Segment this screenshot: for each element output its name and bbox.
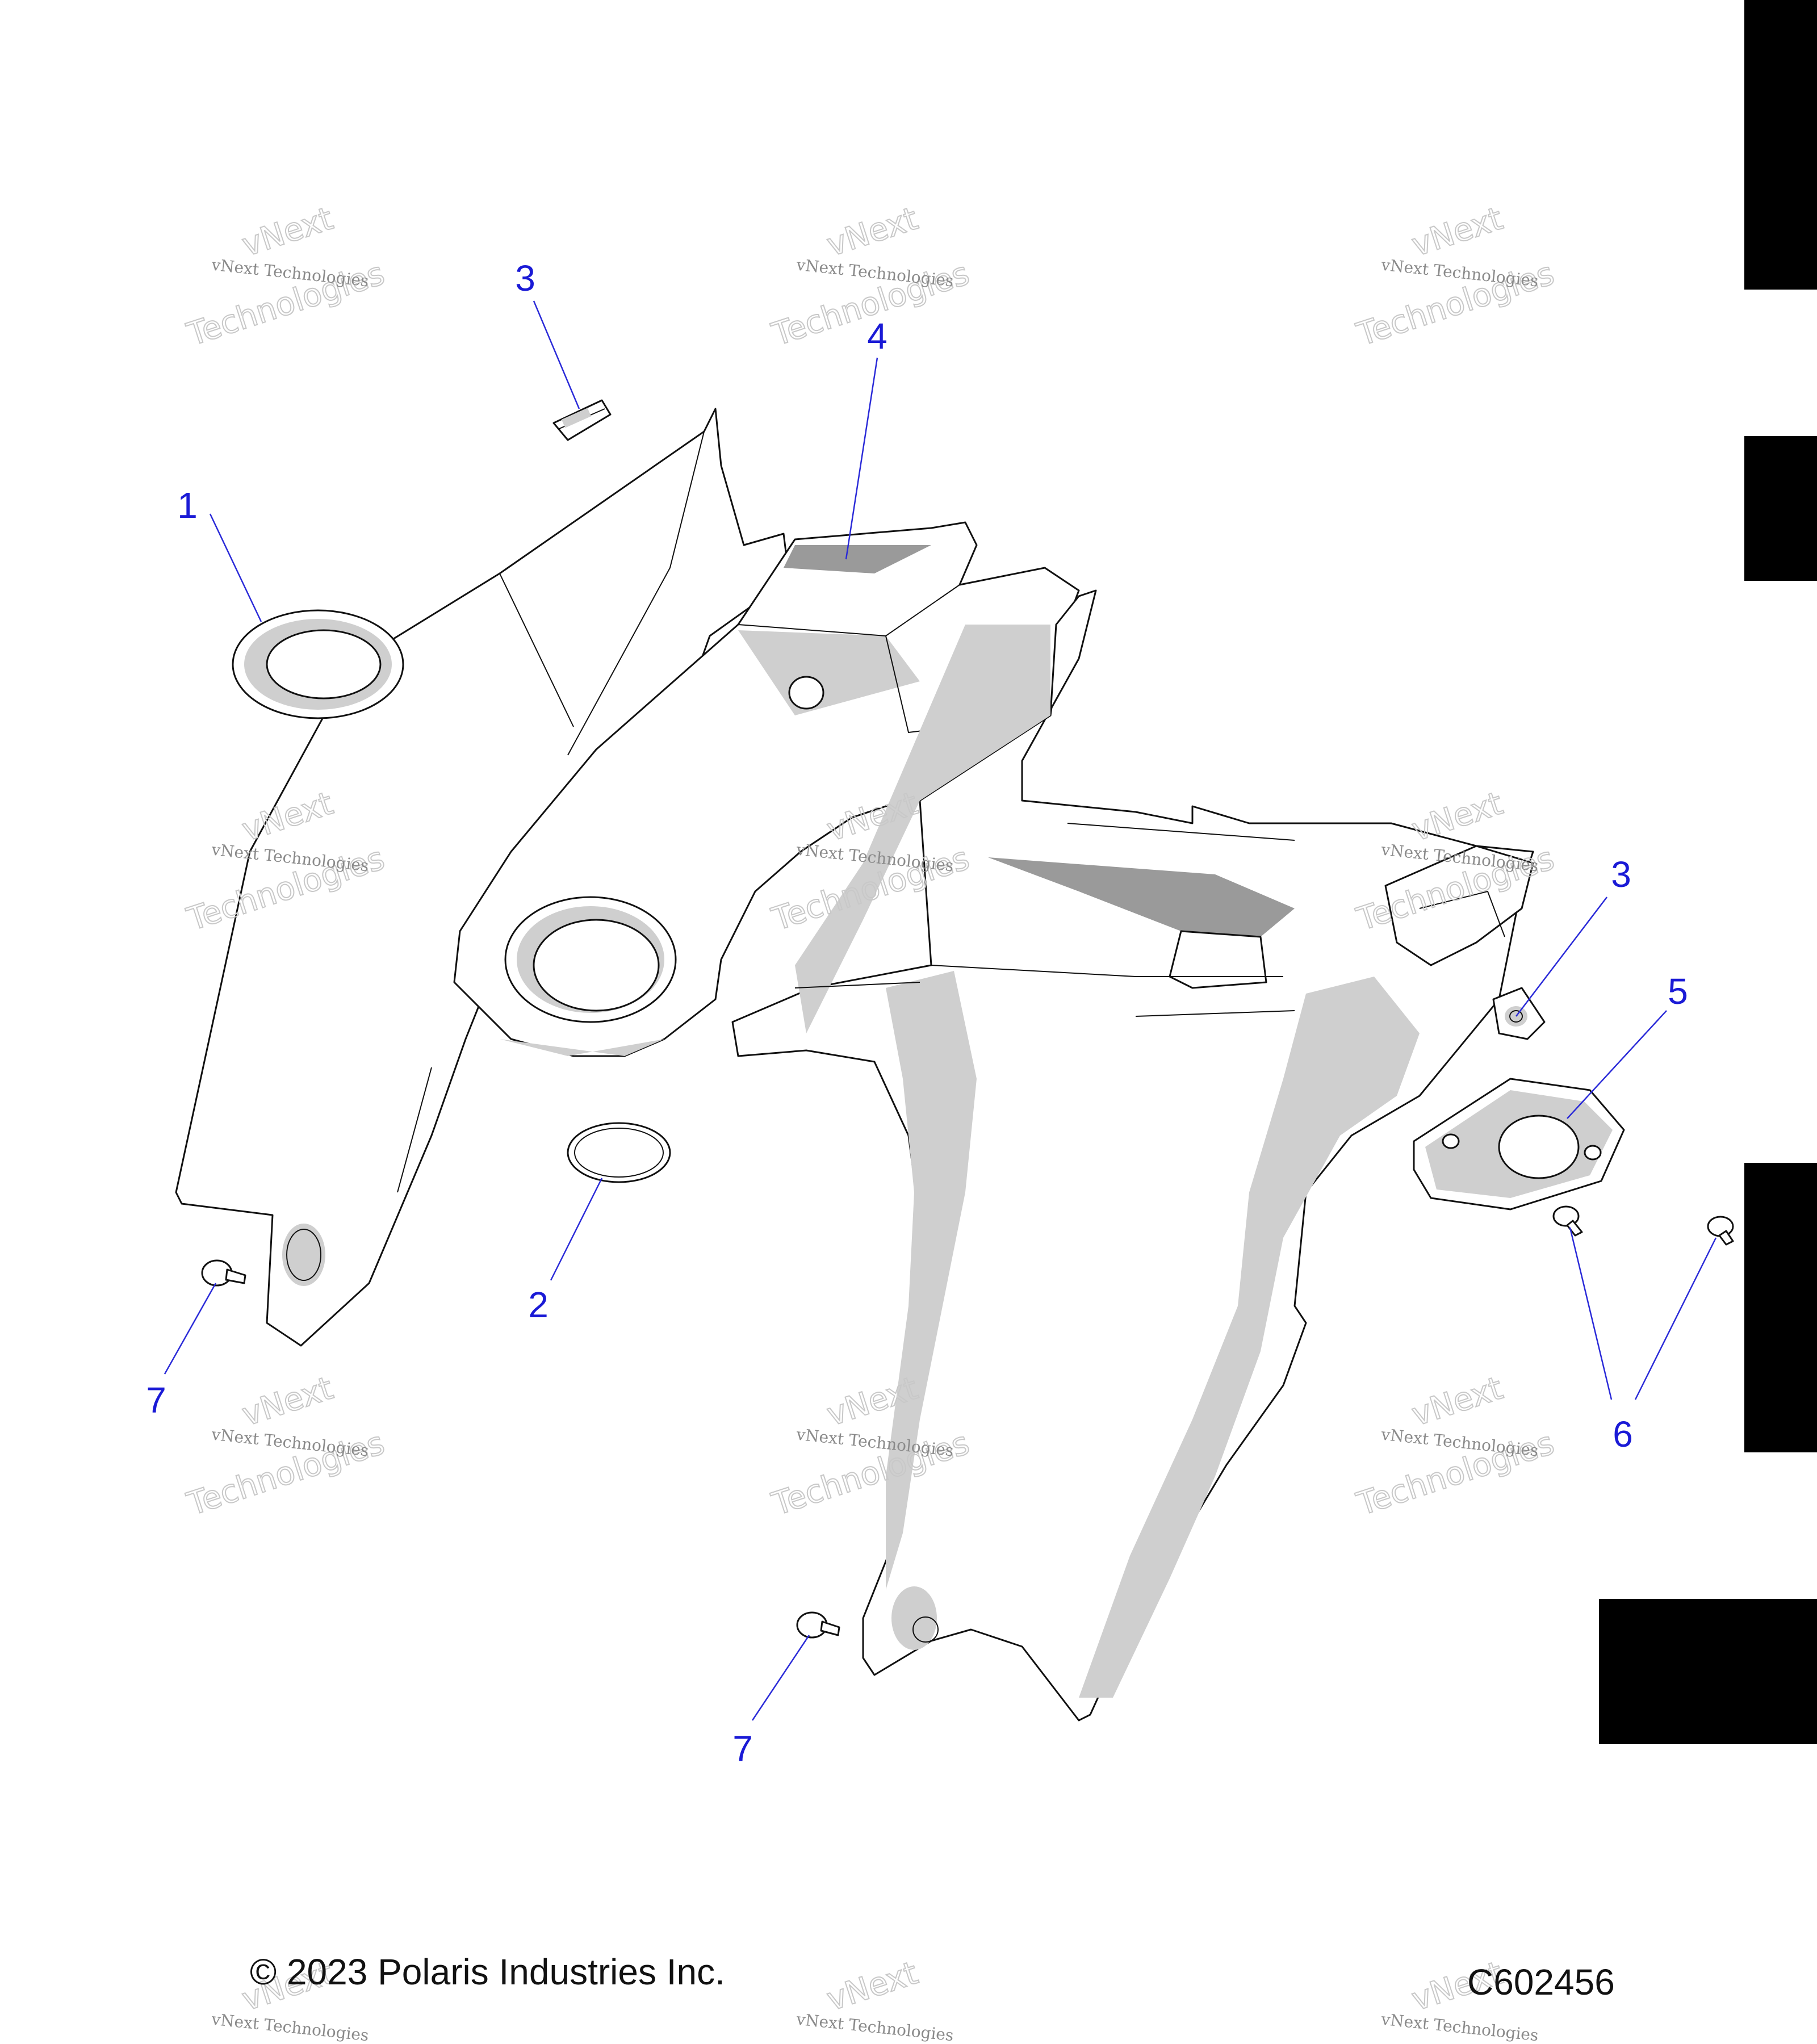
svg-text:vNext: vNext [238,200,338,263]
part-3-clip-upper [552,399,612,441]
right-fender-panel [731,589,1534,1722]
svg-text:vNext Technologies: vNext Technologies [795,2010,954,2044]
part-7-rivet-bottom [796,1611,840,1639]
callout-2: 2 [528,1284,549,1325]
watermark-11: vNext vNext Technologies [795,1954,954,2044]
callout-7-bottom: 7 [732,1728,753,1769]
leader-7a [164,1283,217,1375]
watermark-7: vNext Technologies vNext Technologies [182,1369,390,1523]
svg-text:vNext: vNext [1408,200,1508,263]
leader-2 [550,1178,603,1281]
section-tab-1 [1744,0,1817,290]
part-2-seal [567,1122,671,1183]
watermark-9: vNext Technologies vNext Technologies [1352,1369,1559,1523]
svg-text:vNext: vNext [1408,785,1508,848]
part-5-gasket [1413,1078,1625,1211]
callout-5: 5 [1668,971,1688,1012]
leader-3a [533,300,580,409]
section-tab-4 [1599,1599,1817,1744]
leader-1 [209,513,262,622]
callout-4: 4 [867,316,887,357]
svg-text:vNext: vNext [1408,1369,1508,1433]
callout-6: 6 [1613,1414,1633,1455]
callout-7-left: 7 [146,1380,166,1421]
leader-7b [751,1635,810,1721]
svg-text:vNext: vNext [823,200,923,263]
svg-text:vNext Technologies: vNext Technologies [1380,2010,1539,2044]
diagram-code: C602456 [1467,1962,1615,2003]
leader-5 [1567,1010,1667,1119]
watermark-1: vNext Technologies vNext Technologies [182,199,390,354]
leader-6b [1634,1237,1717,1400]
callout-3-upper: 3 [515,258,535,299]
svg-text:vNext: vNext [823,1954,923,2018]
copyright-text: © 2023 Polaris Industries Inc. [250,1951,725,1992]
part-6-screw-right [1707,1216,1734,1246]
section-tab-2 [1744,436,1817,581]
section-tab-3 [1744,1163,1817,1452]
callout-1: 1 [177,485,198,526]
part-1-grommet [232,609,404,719]
leader-6a [1569,1227,1613,1400]
upper-console [453,521,1080,1057]
svg-text:vNext: vNext [238,1369,338,1433]
part-6-screw-left [1552,1205,1583,1237]
part-7-rivet-left [201,1259,246,1287]
callout-3-lower: 3 [1611,854,1631,895]
svg-text:vNext Technologies: vNext Technologies [210,2010,370,2044]
leader-4 [845,357,878,560]
watermark-3: vNext Technologies vNext Technologies [1352,199,1559,354]
leader-3b [1515,897,1607,1017]
